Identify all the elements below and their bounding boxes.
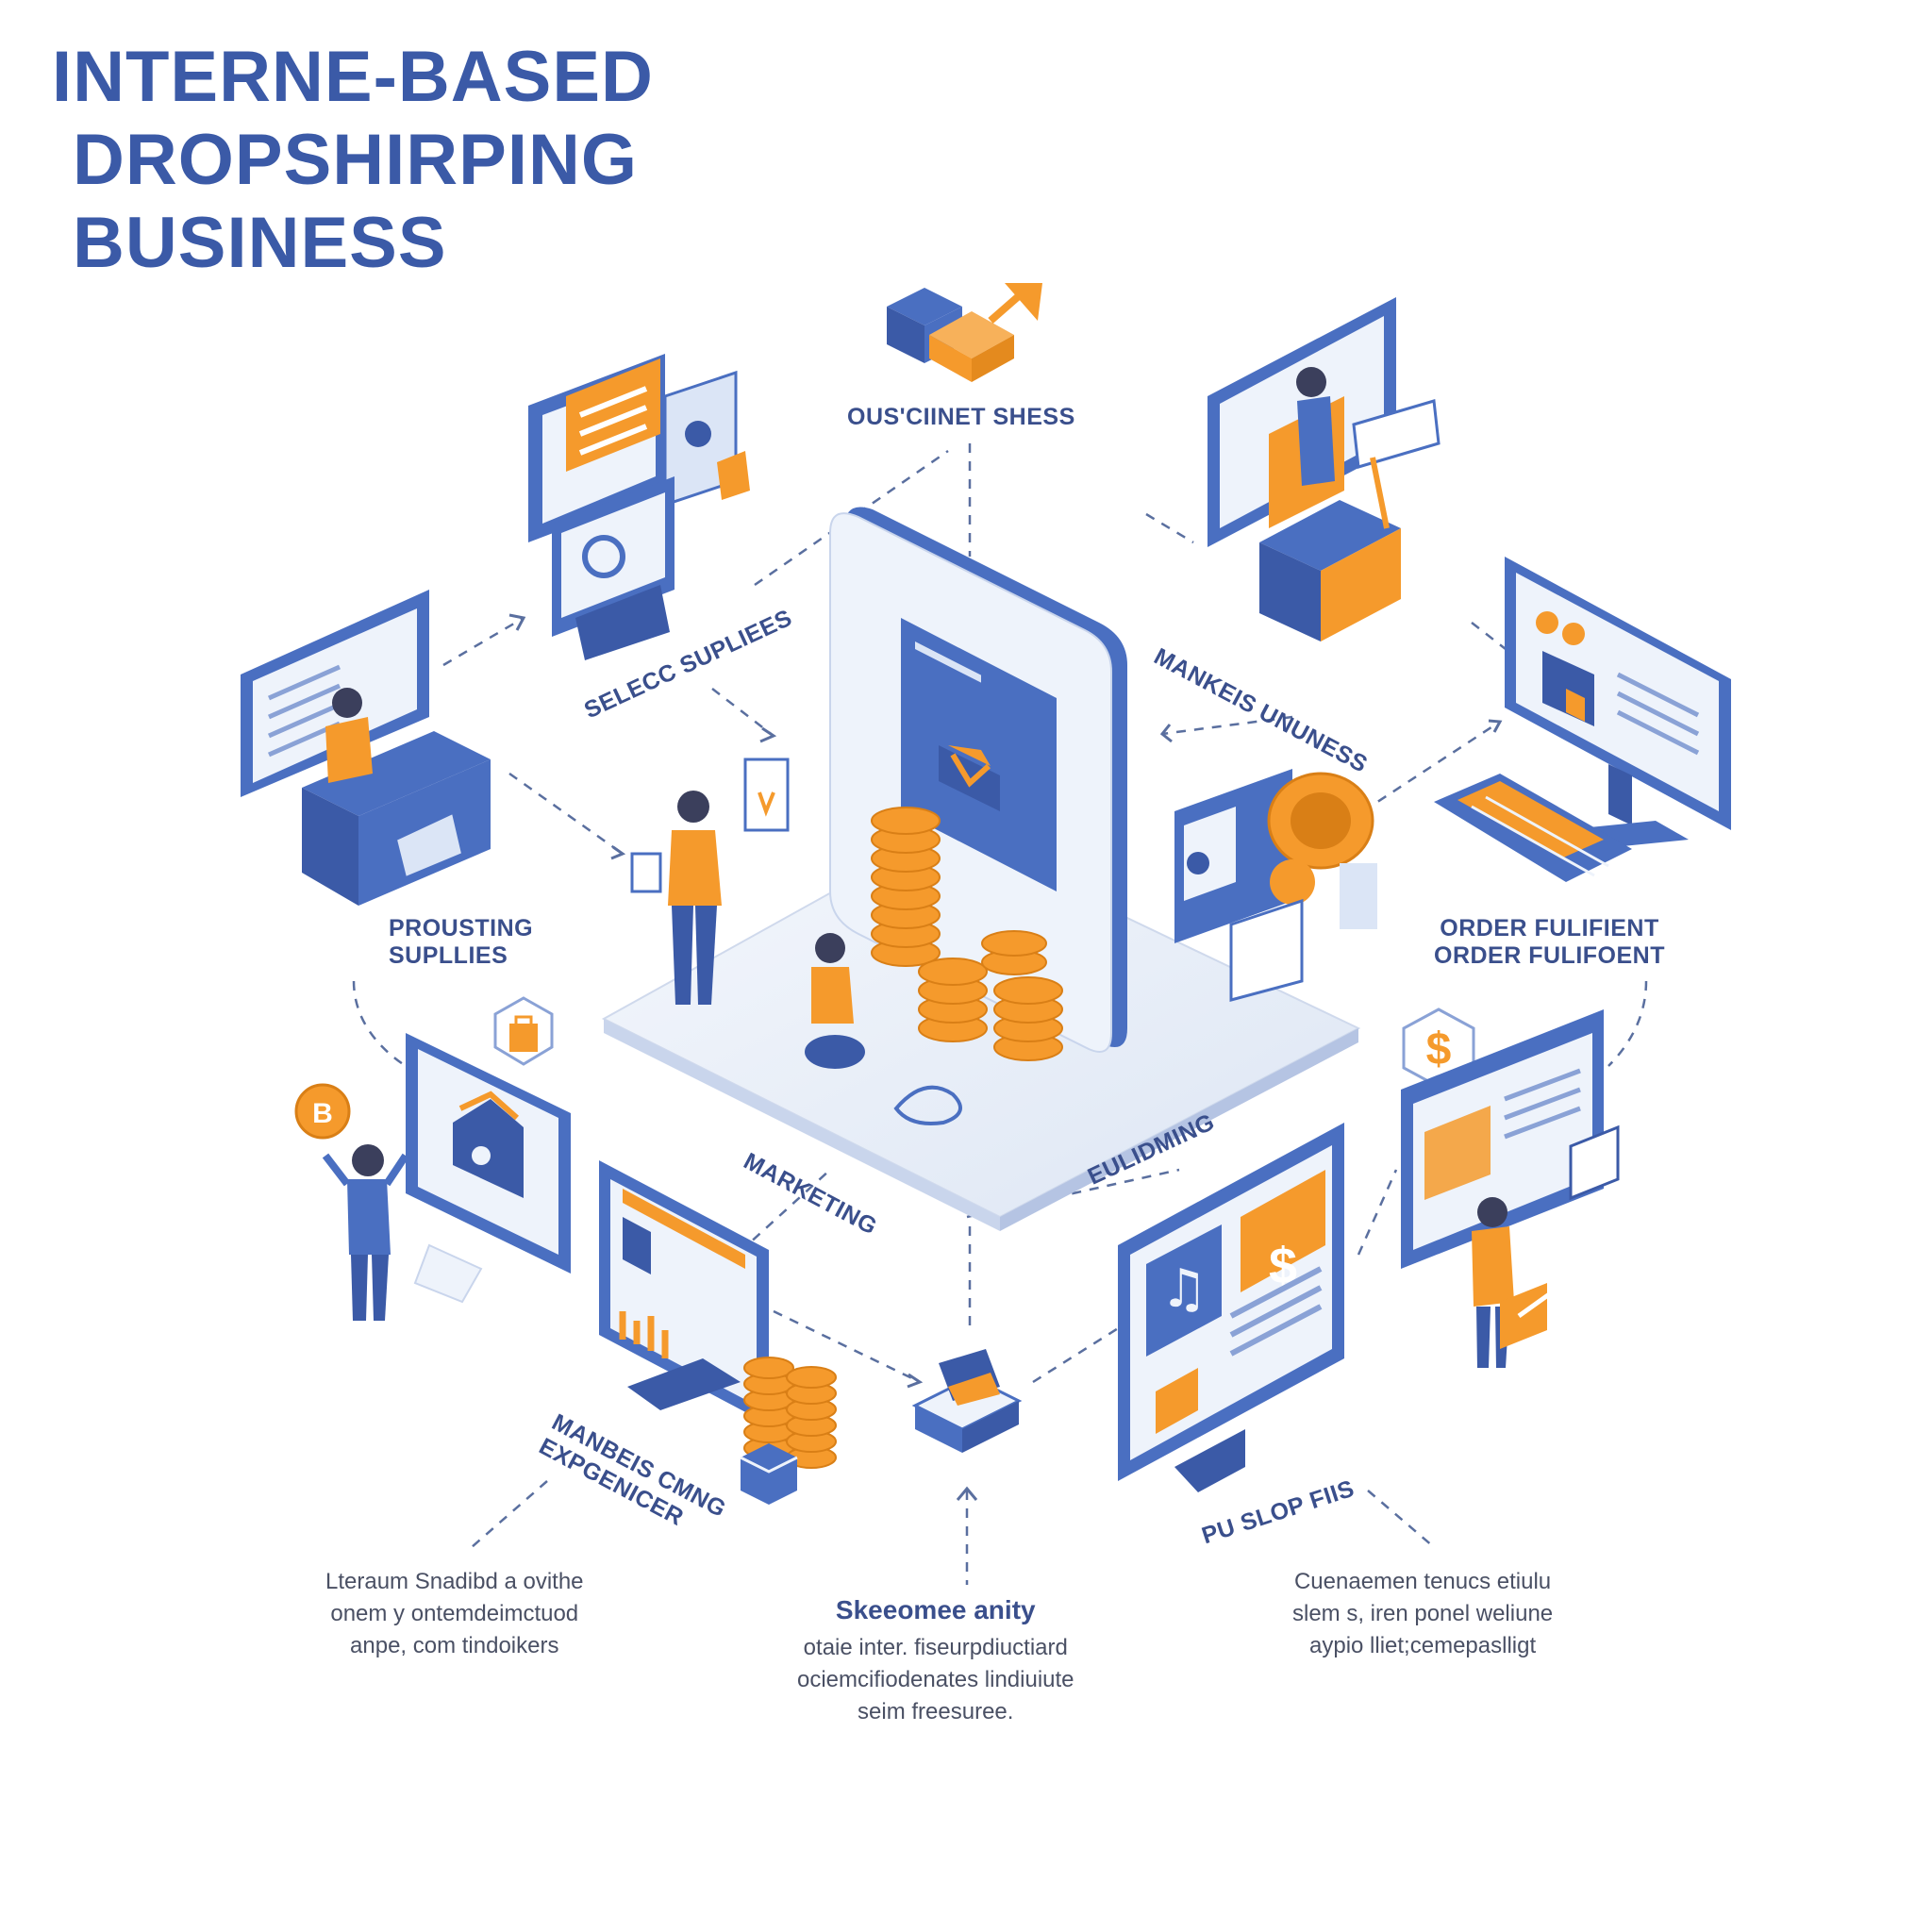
title-line-3: BUSINESS (73, 203, 447, 283)
paragraph-center-line-3: seim freesuree. (858, 1699, 1014, 1724)
coin-stacks (871, 807, 1063, 1061)
label-top: OUS'CIINET SHESS (847, 404, 1075, 430)
camera-illustration (1174, 769, 1377, 1002)
paragraph-left-line-2: onem y ontemdeimctuod (330, 1601, 579, 1626)
paragraph-left-line-1: Lteraum Snadibd a ovithe (325, 1569, 584, 1594)
label-prousting-line-2: SUPLLIES (389, 942, 508, 969)
package-icon (740, 1443, 798, 1505)
label-order-line-2: ORDER FULIFOENT (1434, 942, 1665, 969)
label-order-fulfillment: ORDER FULIFIENT ORDER FULIFOENT (1434, 915, 1665, 970)
arrowheads (508, 613, 1503, 1501)
paragraph-center-line-1: otaie inter. fiseurpdiuctiard (803, 1635, 1068, 1660)
person-holding-tablet (630, 758, 790, 1005)
label-prousting: PROUSTING SUPLLIES (389, 915, 533, 970)
paragraph-left: Lteraum Snadibd a ovithe onem y ontemdei… (325, 1566, 584, 1662)
paragraph-right-line-1: Cuenaemen tenucs etiulu (1293, 1569, 1552, 1594)
top-right-monitor (1208, 297, 1441, 641)
paragraph-right-line-3: aypio lliet;cemepaslligt (1309, 1633, 1537, 1658)
paragraph-center-line-2: ociemcifiodenates lindiuiute (797, 1667, 1074, 1692)
person-sitting (805, 933, 962, 1125)
bottom-right-monitor (1401, 1009, 1620, 1368)
central-phone-illustration (829, 507, 1127, 1053)
left-desk-workstation (241, 590, 491, 906)
title-line-1: INTERNE-BASED (52, 37, 654, 117)
wallet-illustration (911, 1349, 1023, 1453)
shopping-bag-icon (493, 996, 554, 1066)
svg-text:B: B (312, 1098, 333, 1129)
media-monitor: ♫ $ (1118, 1123, 1344, 1492)
svg-text:♫: ♫ (1160, 1258, 1208, 1320)
paragraph-right: Cuenaemen tenucs etiulu slem s, iren pon… (1292, 1566, 1553, 1662)
paragraph-right-line-2: slem s, iren ponel weliune (1292, 1601, 1554, 1626)
paragraph-center-heading: Skeeomee anity (835, 1595, 1036, 1624)
right-monitor-keyboard (1434, 557, 1731, 882)
bottom-left-monitor (322, 1033, 571, 1321)
label-prousting-line-1: PROUSTING (389, 915, 534, 941)
label-order-line-1: ORDER FULIFIENT (1440, 915, 1659, 941)
box-arrow-illustration (887, 283, 1042, 382)
svg-text:$: $ (1426, 1024, 1452, 1074)
paragraph-left-line-3: anpe, com tindoikers (350, 1633, 559, 1658)
title-line-2: DROPSHIRPING (73, 120, 638, 200)
analytics-monitor (599, 1160, 769, 1424)
paragraph-center: Skeeomee anity otaie inter. fiseurpdiuct… (797, 1594, 1074, 1728)
small-coin-stacks (743, 1357, 837, 1469)
dollar-icon: $ (1402, 1008, 1475, 1089)
page-title: INTERNE-BASED DROPSHIRPING BUSINESS (52, 36, 654, 285)
coin-b-icon: B (294, 1083, 351, 1140)
top-left-screens (528, 354, 750, 660)
